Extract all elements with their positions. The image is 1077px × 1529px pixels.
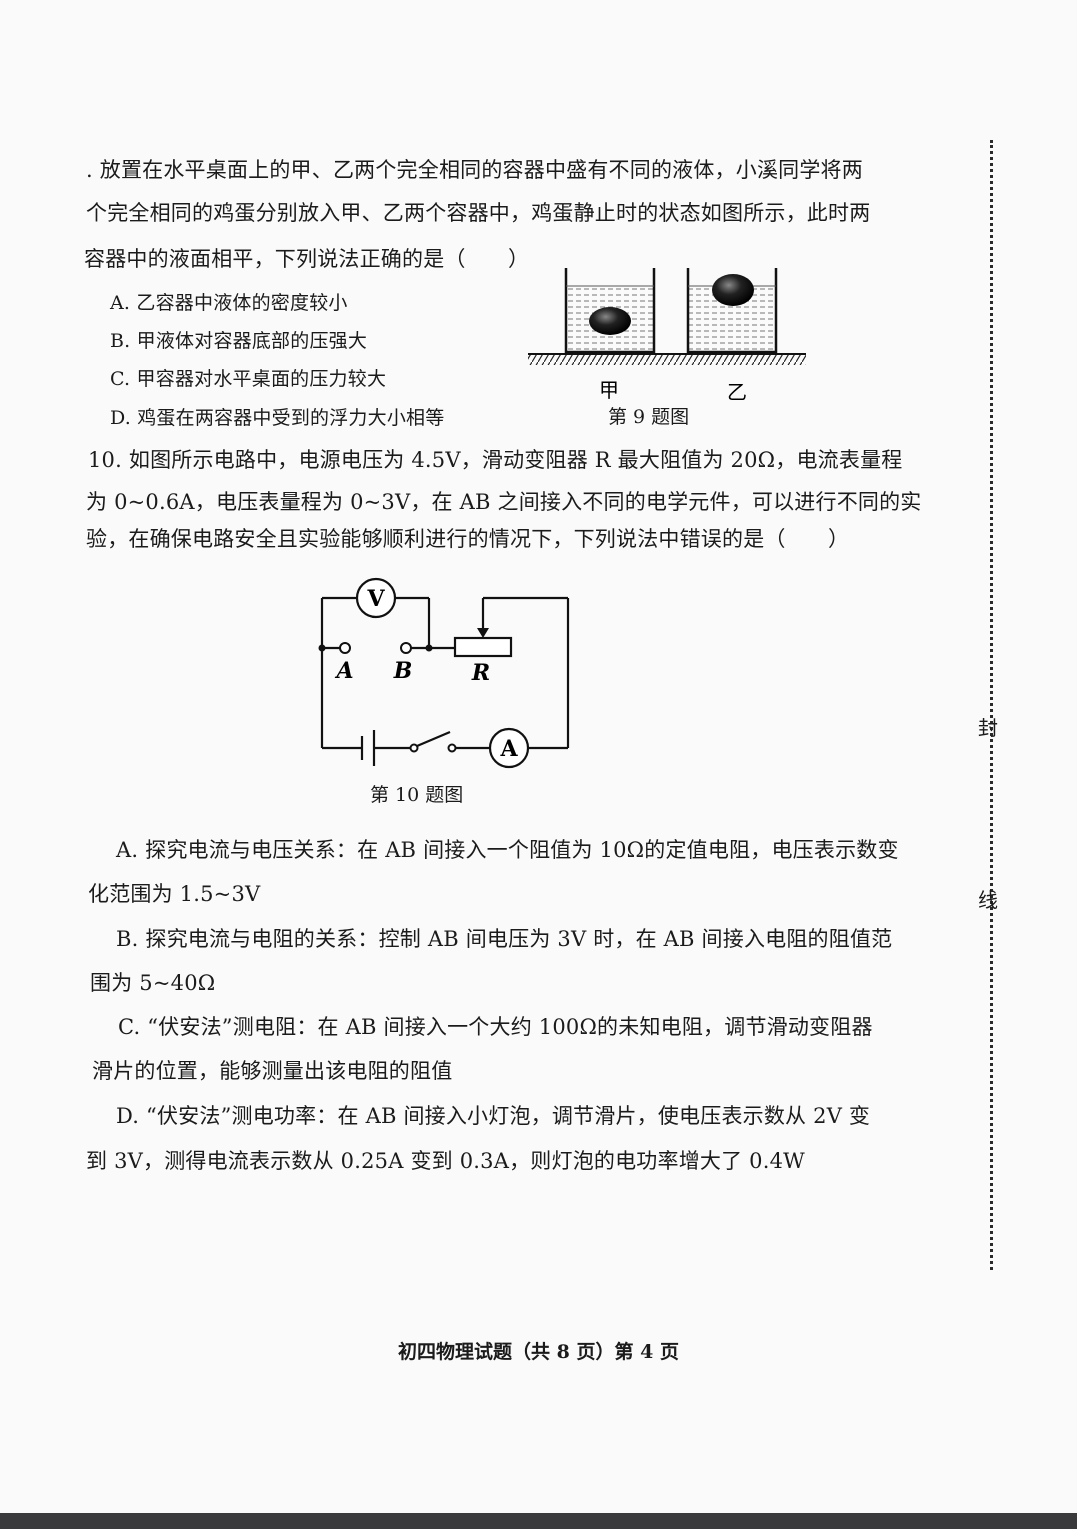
junction-left	[318, 644, 326, 652]
q9-option-a: A. 乙容器中液体的密度较小	[110, 292, 348, 314]
container-jia	[564, 268, 656, 354]
table-hatch	[528, 355, 806, 365]
q9-option-c: C. 甲容器对水平桌面的压力较大	[110, 368, 387, 390]
label-yi: 乙	[727, 380, 747, 404]
margin-char-xian: 线	[978, 888, 998, 912]
figure-9-caption: 第 9 题图	[608, 406, 690, 428]
q10-stem-line1: 10. 如图所示电路中，电源电压为 4.5V，滑动变阻器 R 最大阻值为 20Ω…	[88, 448, 903, 472]
q9-option-d: D. 鸡蛋在两容器中受到的浮力大小相等	[110, 407, 445, 429]
q10-option-a-line2: 化范围为 1.5~3V	[88, 882, 261, 906]
figure-9-containers: 甲 乙	[528, 268, 806, 404]
bottom-bar	[0, 1513, 1077, 1529]
margin-char-feng: 封	[978, 716, 998, 740]
ammeter: A	[488, 727, 530, 769]
voltmeter-label: V	[366, 586, 385, 612]
binding-margin-line	[990, 140, 993, 1270]
q10-stem-line2: 为 0~0.6A，电压表量程为 0~3V，在 AB 之间接入不同的电学元件，可以…	[86, 490, 922, 514]
label-a: A	[334, 658, 353, 684]
battery	[360, 730, 376, 766]
page-footer: 初四物理试题（共 8 页）第 4 页	[398, 1341, 679, 1363]
q10-option-a-line1: A. 探究电流与电压关系：在 AB 间接入一个阻值为 10Ω的定值电阻，电压表示…	[116, 838, 899, 862]
q10-option-c-line2: 滑片的位置，能够测量出该电阻的阻值	[92, 1059, 453, 1083]
label-jia: 甲	[599, 378, 619, 402]
terminal-a	[339, 642, 351, 654]
rheostat	[453, 636, 513, 658]
q9-option-b: B. 甲液体对容器底部的压强大	[110, 330, 368, 352]
q10-option-d-line1: D. “伏安法”测电功率：在 AB 间接入小灯泡，调节滑片，使电压表示数从 2V…	[116, 1104, 871, 1128]
q10-option-b-line1: B. 探究电流与电阻的关系：控制 AB 间电压为 3V 时，在 AB 间接入电阻…	[116, 927, 893, 951]
figure-10-caption: 第 10 题图	[370, 784, 464, 806]
q10-stem-line3: 验，在确保电路安全且实验能够顺利进行的情况下，下列说法中错误的是（ ）	[86, 527, 850, 551]
egg-jia	[589, 307, 631, 335]
container-yi	[686, 268, 778, 354]
junction-right	[425, 644, 433, 652]
terminal-b	[400, 642, 412, 654]
label-r: R	[471, 660, 490, 686]
ammeter-label: A	[499, 736, 518, 762]
q10-option-c-line1: C. “伏安法”测电阻：在 AB 间接入一个大约 100Ω的未知电阻，调节滑动变…	[118, 1015, 873, 1039]
q9-stem-line1: . 放置在水平桌面上的甲、乙两个完全相同的容器中盛有不同的液体，小溪同学将两	[86, 158, 863, 182]
voltmeter: V	[355, 577, 397, 619]
egg-yi	[712, 274, 754, 306]
q10-option-d-line2: 到 3V，测得电流表示数从 0.25A 变到 0.3A，则灯泡的电功率增大了 0…	[86, 1149, 805, 1173]
switch	[409, 730, 457, 753]
q10-option-b-line2: 围为 5~40Ω	[90, 971, 216, 995]
figure-10-circuit: V A B R A	[318, 577, 570, 769]
circuit-wires	[320, 596, 570, 750]
label-b: B	[393, 658, 413, 684]
slider-arrow	[477, 628, 489, 638]
q9-stem-line2: 个完全相同的鸡蛋分别放入甲、乙两个容器中，鸡蛋静止时的状态如图所示，此时两	[86, 201, 871, 225]
q9-stem-line3: 容器中的液面相平，下列说法正确的是（ ）	[84, 247, 530, 271]
